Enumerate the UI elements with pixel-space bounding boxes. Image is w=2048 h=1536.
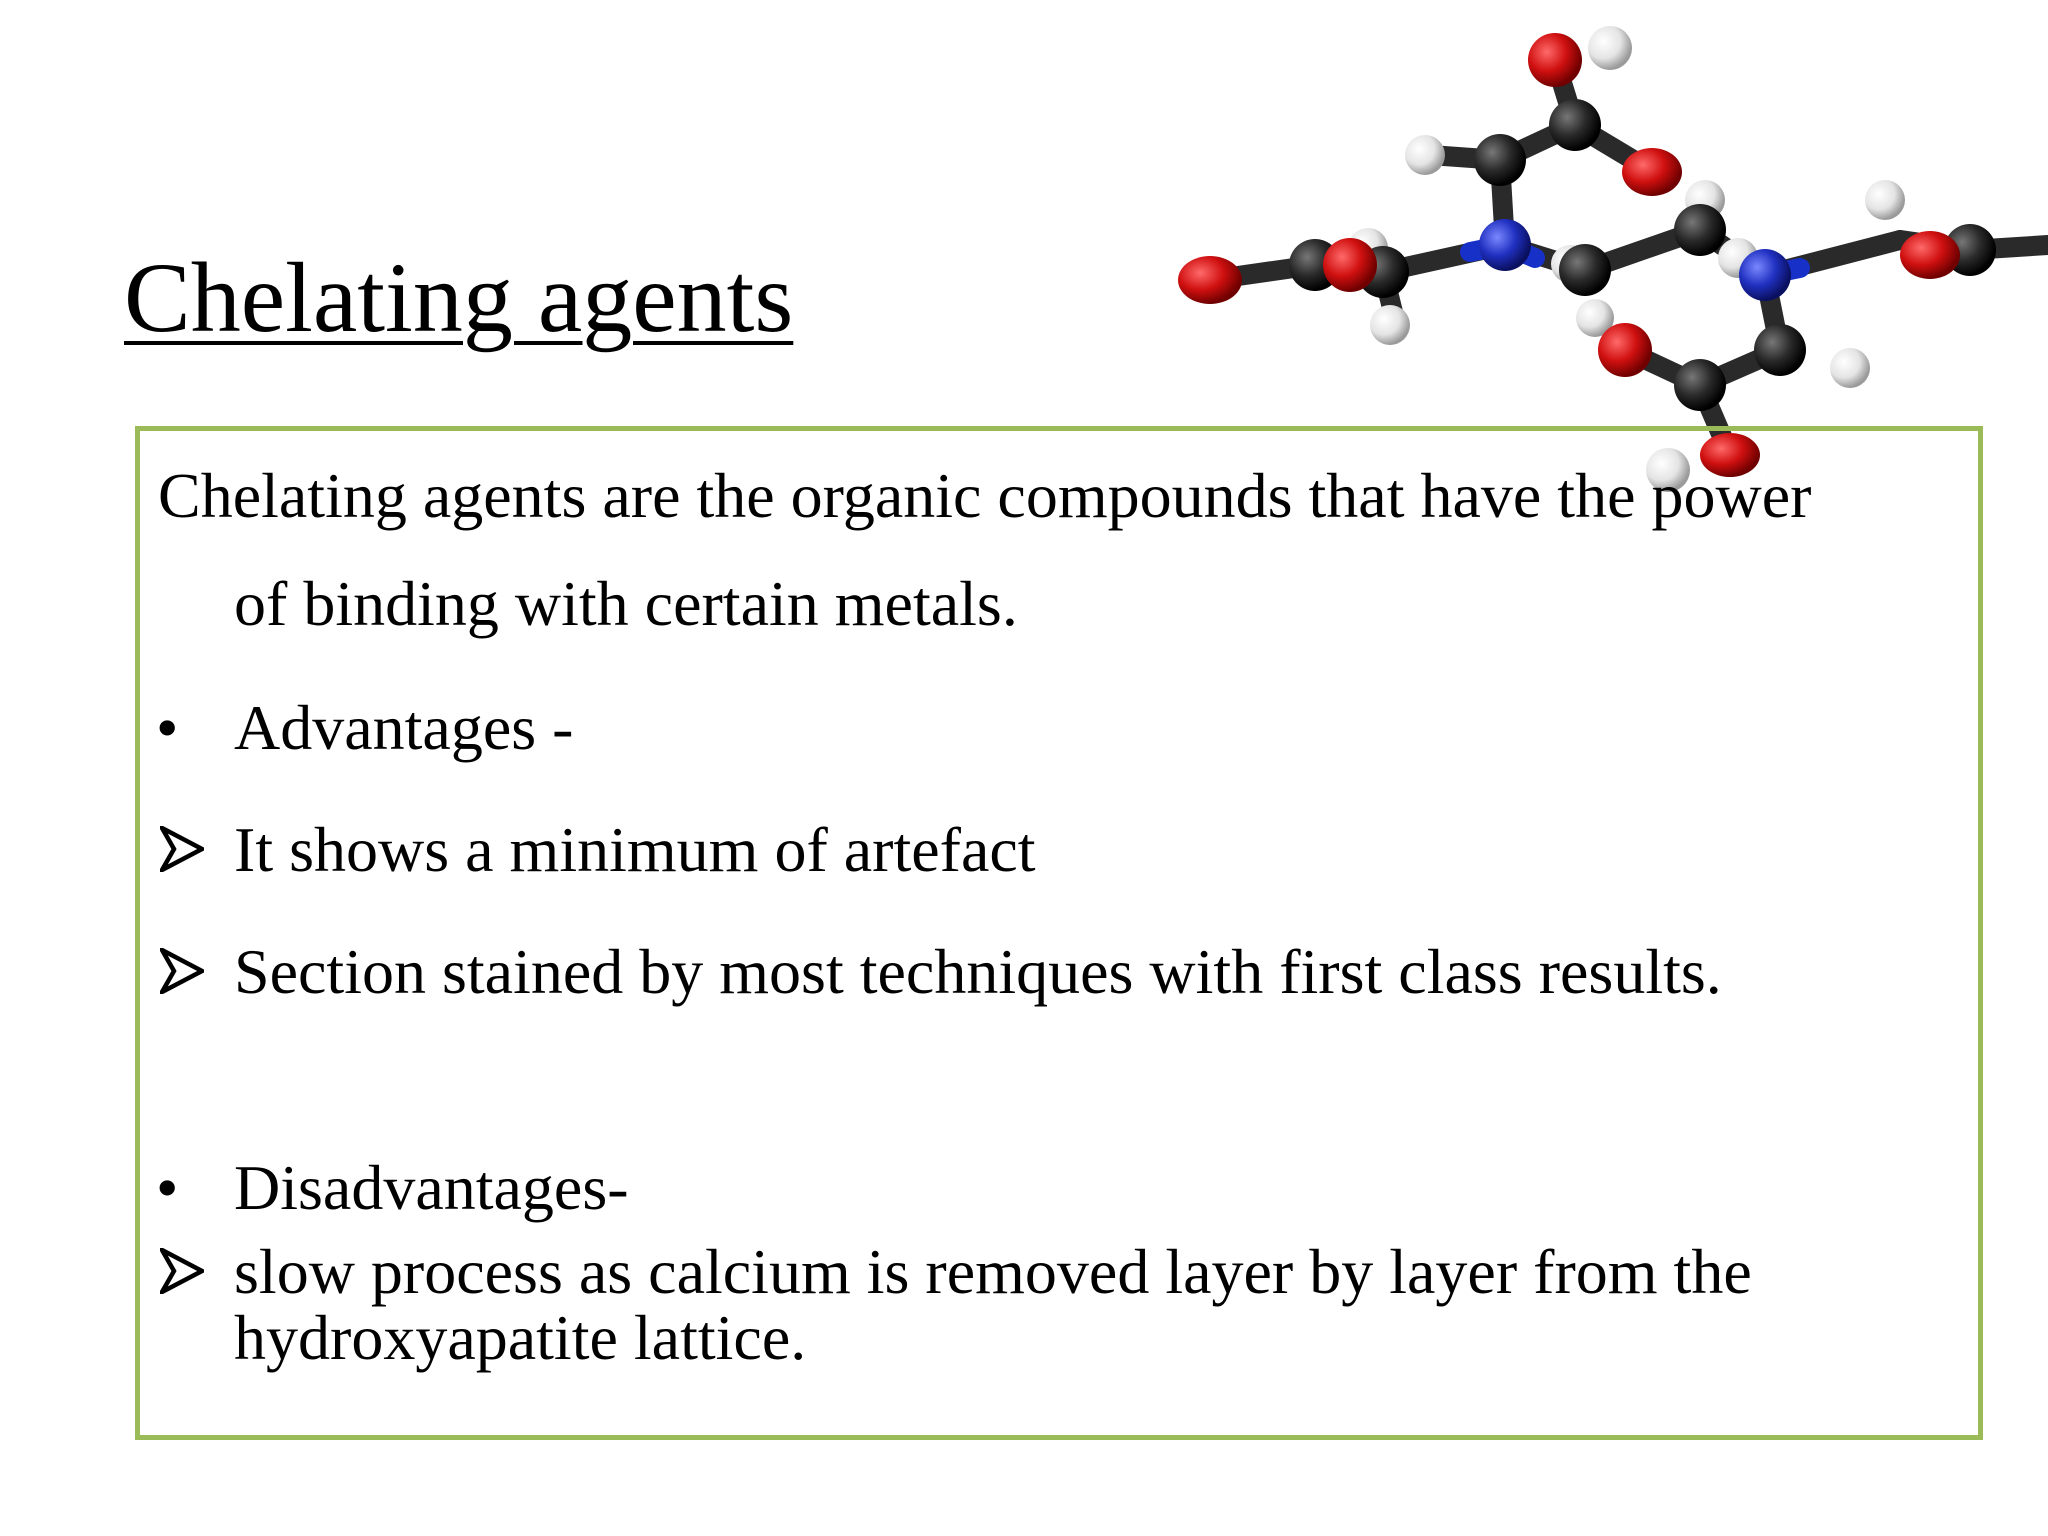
content-box <box>135 426 1983 1440</box>
arrow-bullet-icon <box>160 826 204 872</box>
bullet-icon: • <box>156 1152 179 1223</box>
advantage-item: It shows a minimum of artefact <box>234 814 1036 885</box>
advantage-item: Section stained by most techniques with … <box>234 936 1722 1007</box>
definition-text-continued: of binding with certain metals. <box>234 568 1018 639</box>
molecule-illustration <box>1178 26 2048 492</box>
slide-title: Chelating agents <box>124 242 794 353</box>
definition-text: Chelating agents are the organic compoun… <box>158 460 1812 531</box>
disadvantage-item: slow process as calcium is removed layer… <box>234 1236 1752 1307</box>
arrow-bullet-icon <box>160 1248 204 1294</box>
disadvantages-heading: Disadvantages- <box>234 1152 629 1223</box>
advantages-heading: Advantages - <box>234 692 574 763</box>
arrow-bullet-icon <box>160 948 204 994</box>
disadvantage-item-continued: hydroxyapatite lattice. <box>234 1302 807 1373</box>
bullet-icon: • <box>156 692 179 763</box>
